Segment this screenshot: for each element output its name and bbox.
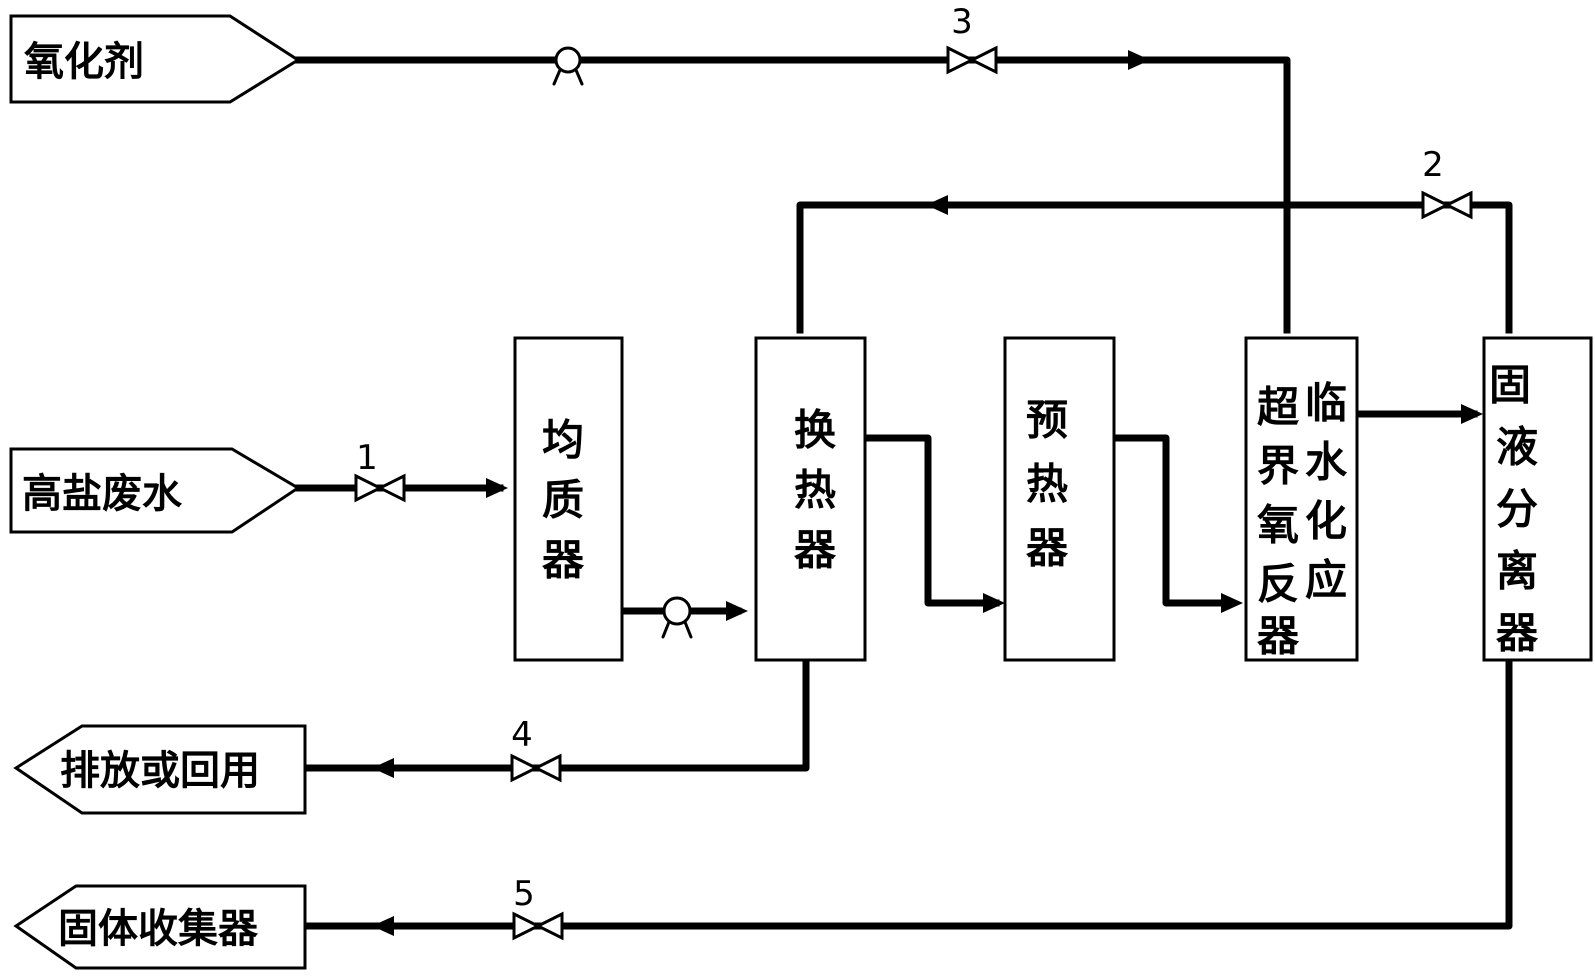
valve-2: 2 <box>1421 145 1473 220</box>
preheater-box <box>1003 336 1116 662</box>
scwo-reactor-char: 超 <box>1257 383 1300 432</box>
endpoint-oxidant-shape <box>9 14 301 104</box>
arrow-into-separator <box>1461 404 1483 424</box>
preheater-char: 热 <box>1026 460 1068 509</box>
valve-4: 4 <box>510 715 562 783</box>
pump-leg-right <box>574 68 584 86</box>
preheater-char: 器 <box>1026 524 1069 573</box>
valve-5-icon <box>512 911 542 941</box>
valve-3: 3 <box>946 2 998 75</box>
valve-2-icon <box>1421 190 1451 220</box>
endpoint-solid-collector-label: 固体收集器 <box>58 906 259 952</box>
endpoint-high-salt-wastewater: 高盐废水 <box>9 447 301 534</box>
heat-exchanger-char: 器 <box>794 526 837 575</box>
homogenizer-char: 器 <box>542 536 585 585</box>
scwo-reactor: 超 界 氧 反 器 临 水 化 应 <box>1244 336 1359 662</box>
scwo-reactor-char: 化 <box>1305 497 1347 546</box>
valve-4-icon <box>510 753 540 783</box>
pump-feed <box>661 596 693 639</box>
valve-5: 5 <box>512 874 564 941</box>
pipe-separator-to-solid-collector <box>301 656 1513 930</box>
homogenizer: 均 质 器 <box>513 336 624 662</box>
valve-3-number: 3 <box>951 2 973 42</box>
valve-5-icon-right <box>534 911 564 941</box>
endpoint-wastewater-shape <box>9 447 301 534</box>
scwo-reactor-char: 应 <box>1305 556 1347 605</box>
valve-1-number: 1 <box>356 438 378 478</box>
pipe-preheater-to-reactor <box>1098 434 1236 607</box>
endpoint-oxidant: 氧化剂 <box>9 14 301 104</box>
pipes <box>294 56 1513 930</box>
valve-2-icon-right <box>1443 190 1473 220</box>
valve-3-icon <box>946 45 976 75</box>
separator-char: 液 <box>1496 423 1538 472</box>
scwo-reactor-char: 反 <box>1257 560 1299 609</box>
homogenizer-char: 均 <box>542 416 584 465</box>
scwo-reactor-char: 器 <box>1257 612 1300 661</box>
valve-5-number: 5 <box>513 874 535 914</box>
valve-3-icon-right <box>968 45 998 75</box>
endpoint-solid-collector: 固体收集器 <box>13 884 307 970</box>
arrow-to-solid-collector <box>372 916 394 936</box>
arrow-into-heat-exchanger <box>726 601 748 621</box>
pump-leg-left <box>552 68 562 86</box>
arrow-oxidant-right <box>1128 50 1150 70</box>
pump-icon <box>554 46 582 74</box>
homogenizer-char: 质 <box>542 476 584 525</box>
arrow-to-discharge <box>372 758 394 778</box>
arrow-into-reactor <box>1221 593 1243 613</box>
pump-oxidant <box>552 46 584 86</box>
separator-char: 固 <box>1489 361 1531 410</box>
flow-arrows <box>372 50 1483 936</box>
scwo-reactor-char: 氧 <box>1257 501 1299 550</box>
pipe-oxidant-to-reactor <box>294 56 1291 334</box>
scwo-reactor-char: 临 <box>1305 379 1347 428</box>
endpoint-wastewater-label: 高盐废水 <box>22 471 183 517</box>
scwo-reactor-box <box>1244 336 1359 662</box>
separator-char: 器 <box>1496 609 1539 658</box>
arrow-recycle-left <box>926 195 948 215</box>
pump-icon <box>662 596 692 626</box>
pipe-crossing-dot <box>1282 200 1292 210</box>
heat-exchanger-char: 换 <box>794 406 836 455</box>
scwo-reactor-char: 水 <box>1305 438 1348 487</box>
endpoint-discharge-or-reuse: 排放或回用 <box>13 724 307 815</box>
endpoint-oxidant-label: 氧化剂 <box>24 39 144 85</box>
arrow-into-homogenizer <box>486 478 508 498</box>
preheater-char: 预 <box>1026 396 1068 445</box>
heat-exchanger-char: 热 <box>794 466 836 515</box>
endpoint-discharge-label: 排放或回用 <box>60 748 260 794</box>
pump-leg-right <box>683 620 693 639</box>
pipe-heat-exchanger-to-discharge <box>301 656 810 772</box>
homogenizer-box <box>513 336 624 662</box>
pump-leg-left <box>661 620 671 639</box>
separator-box <box>1482 336 1593 662</box>
endpoint-solid-collector-shape <box>13 884 307 970</box>
valve-4-icon-right <box>532 753 562 783</box>
solid-liquid-separator: 固 液 分 离 器 <box>1482 336 1593 662</box>
preheater: 预 热 器 <box>1003 336 1116 662</box>
valve-1-icon <box>354 473 384 503</box>
scwo-reactor-char: 界 <box>1257 442 1299 491</box>
pipe-heat-exchanger-to-preheater <box>849 434 1000 607</box>
valve-4-number: 4 <box>511 715 533 755</box>
heat-exchanger: 换 热 器 <box>754 336 867 662</box>
separator-char: 分 <box>1496 485 1538 534</box>
valve-1-icon-right <box>376 473 406 503</box>
heat-exchanger-box <box>754 336 867 662</box>
arrow-into-preheater <box>983 593 1005 613</box>
valve-2-number: 2 <box>1422 145 1444 185</box>
pipe-separator-to-heat-exchanger <box>796 201 1513 334</box>
valve-1: 1 <box>354 438 406 503</box>
separator-char: 离 <box>1496 547 1538 596</box>
endpoint-discharge-shape <box>13 724 307 815</box>
